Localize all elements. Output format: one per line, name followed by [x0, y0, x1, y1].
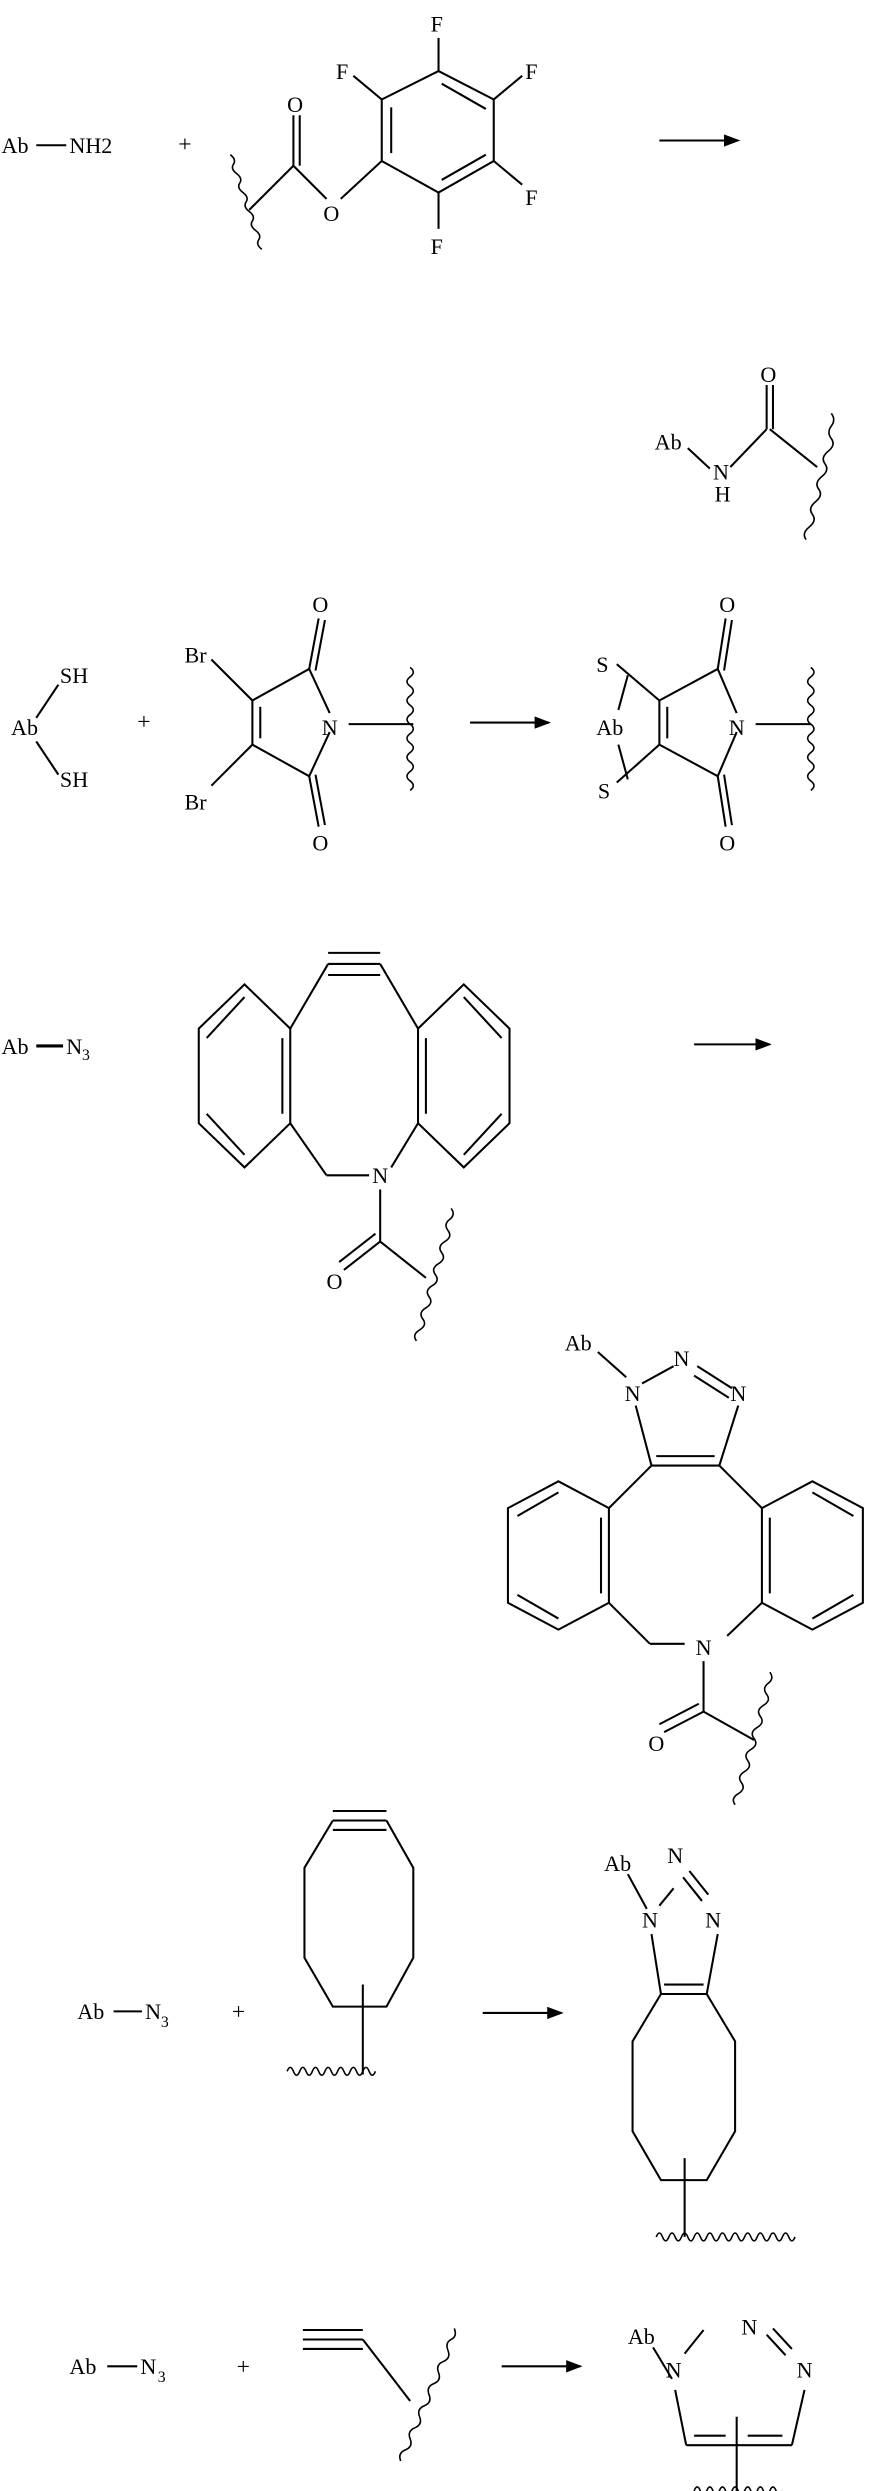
oxygen-label: O [719, 830, 735, 855]
ab-label: Ab [604, 1851, 631, 1876]
nitrogen-label: N [713, 460, 729, 485]
oxygen-label: O [327, 1269, 343, 1294]
nitrogen-label: N [66, 1034, 82, 1059]
plus-sign: + [237, 2354, 250, 2380]
nitrogen-label: N [741, 2315, 757, 2340]
fluorine-label: F [525, 59, 537, 84]
wavy-attachment-icon [286, 2066, 377, 2076]
sulfur-label: S [596, 652, 608, 677]
ab-label: Ab [11, 715, 38, 740]
wavy-attachment-icon [803, 412, 835, 541]
reaction-2: Ab SH SH + Br Br N O O Ab S S [11, 592, 815, 855]
subscript-3: 3 [161, 2014, 169, 2031]
nitrogen-label: N [730, 1381, 746, 1406]
wavy-attachment-icon [806, 666, 815, 792]
nitrogen-label: N [145, 1999, 161, 2024]
nitrogen-label: N [642, 1908, 658, 1933]
ab-label: Ab [77, 1999, 104, 2024]
nitrogen-label: N [797, 2357, 813, 2382]
oxygen-label: O [760, 362, 776, 387]
oxygen-label: O [719, 592, 735, 617]
fluorine-label: F [431, 234, 443, 259]
wavy-attachment-icon [413, 1207, 454, 1342]
ab-label: Ab [565, 1330, 592, 1355]
nitrogen-label: N [322, 715, 338, 740]
ab-label: Ab [628, 2324, 655, 2349]
wavy-attachment-icon [406, 666, 415, 792]
wavy-attachment-icon [229, 154, 263, 250]
reaction-4: Ab N 3 + Ab N N N [77, 1809, 796, 2242]
nitrogen-label: N [705, 1908, 721, 1933]
oxygen-label: O [312, 830, 328, 855]
ab-label: Ab [69, 2354, 96, 2379]
oxygen-label: O [287, 92, 303, 117]
bromine-label: Br [185, 789, 208, 814]
thiol-label: SH [60, 767, 88, 792]
ab-label: Ab [655, 430, 682, 455]
nitrogen-label: N [140, 2354, 156, 2379]
reaction-3: Ab N 3 N O Ab N N N [2, 951, 864, 1806]
bromine-label: Br [185, 643, 208, 668]
nitrogen-label: N [625, 1381, 641, 1406]
nitrogen-label: N [729, 715, 745, 740]
fluorine-label: F [525, 185, 537, 210]
fluorine-label: F [336, 59, 348, 84]
fluorine-label: F [431, 12, 443, 37]
thiol-label: SH [60, 663, 88, 688]
nitrogen-label: N [696, 1635, 712, 1660]
nitrogen-label: N [667, 1843, 683, 1868]
plus-sign: + [178, 132, 191, 158]
nitrogen-label: N [674, 1346, 690, 1371]
oxygen-label: O [312, 592, 328, 617]
wavy-attachment-icon [732, 1671, 773, 1806]
plus-sign: + [137, 709, 150, 735]
ab-label: Ab [596, 715, 623, 740]
nh2-label: NH2 [69, 133, 112, 158]
reaction-1: Ab NH2 + O O F F F F F Ab N H [2, 12, 835, 541]
sulfur-label: S [598, 778, 610, 803]
wavy-attachment-icon [399, 2328, 457, 2462]
ab-label: Ab [2, 1034, 29, 1059]
reaction-5: Ab N 3 + Ab N N N [69, 2315, 813, 2491]
ab-label: Ab [2, 133, 29, 158]
nitrogen-label: N [666, 2357, 682, 2382]
wavy-attachment-icon [655, 2232, 796, 2242]
oxygen-label: O [648, 1731, 664, 1756]
plus-sign: + [232, 1999, 245, 2025]
subscript-3: 3 [82, 1047, 90, 1064]
hydrogen-label: H [715, 482, 731, 507]
oxygen-label: O [323, 201, 339, 226]
wavy-attachment-icon [693, 2486, 783, 2491]
nitrogen-label: N [372, 1163, 388, 1188]
subscript-3: 3 [158, 2369, 166, 2386]
